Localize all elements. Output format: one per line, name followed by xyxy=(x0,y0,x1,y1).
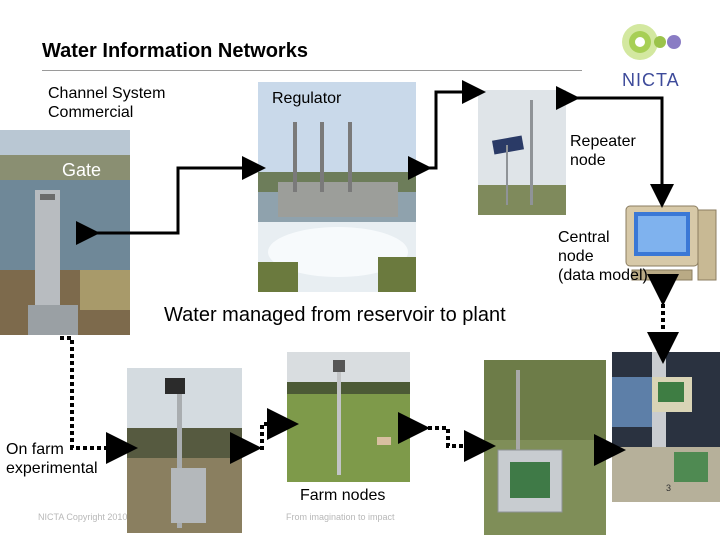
repeater-photo xyxy=(478,90,566,215)
channel-label: Channel System Commercial xyxy=(48,84,165,122)
central-label-line3: (data model) xyxy=(558,267,648,285)
repeater-label-line2: node xyxy=(570,152,606,170)
headline: Water managed from reservoir to plant xyxy=(164,304,506,326)
footer-copyright: NICTA Copyright 2010 xyxy=(38,512,128,522)
channel-label-line1: Channel System xyxy=(48,85,166,102)
repeater-label-line1: Repeater xyxy=(570,133,636,150)
regulator-photo xyxy=(258,82,416,292)
footer-tagline: From imagination to impact xyxy=(286,512,395,522)
gate-onfarm-link xyxy=(60,336,138,464)
slide-title: Water Information Networks xyxy=(42,40,308,62)
logo-text: NICTA xyxy=(622,70,680,90)
onfarm-farmnode-link xyxy=(230,408,299,464)
farm-node-photo xyxy=(287,352,410,482)
onfarm-label: On farm experimental xyxy=(6,440,98,478)
central-label-line1: Central xyxy=(558,229,610,246)
repeater-label: Repeater node xyxy=(570,132,636,170)
central-label-line2: node xyxy=(558,248,594,266)
onfarm-label-line1: On farm xyxy=(6,441,64,458)
regulator-repeater-link xyxy=(408,80,486,180)
page-number: 3 xyxy=(666,483,672,493)
gate-regulator-link xyxy=(76,156,266,245)
onfarm-label-line2: experimental xyxy=(6,460,98,478)
channel-label-line2: Commercial xyxy=(48,104,134,122)
central-node-label: Central node (data model) xyxy=(558,228,648,286)
repeater-central-link xyxy=(556,86,674,208)
title-divider xyxy=(42,70,582,71)
farmnode-box-link xyxy=(398,412,496,462)
logo-mark-icon xyxy=(622,24,681,60)
gate-label: Gate xyxy=(62,160,102,180)
computer-icon xyxy=(624,200,720,290)
nicta-logo: NICTA xyxy=(618,22,688,92)
onfarm-photo xyxy=(127,368,242,533)
node-box-photo xyxy=(484,360,606,535)
farm-nodes-label: Farm nodes xyxy=(300,487,386,504)
regulator-label: Regulator xyxy=(272,90,342,107)
lab-photo xyxy=(612,352,720,502)
